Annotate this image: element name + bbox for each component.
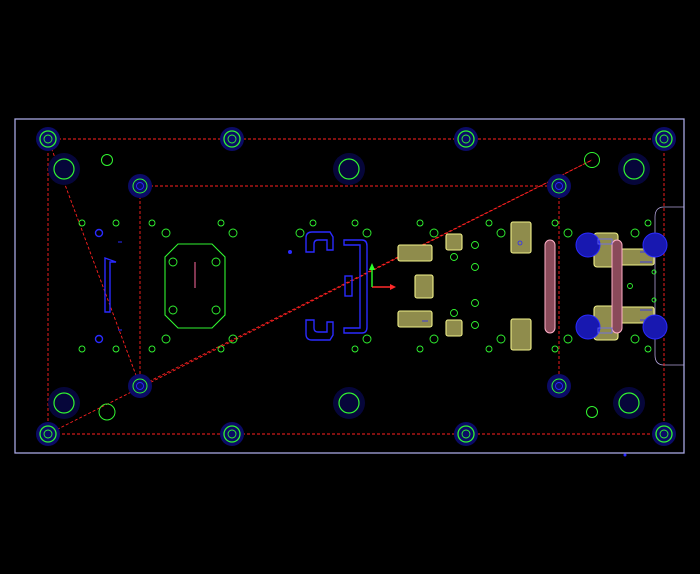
bushing[interactable]	[575, 232, 601, 258]
guide-hole[interactable]	[48, 153, 80, 185]
counterbore-hole[interactable]	[547, 374, 571, 398]
small-hole[interactable]	[98, 403, 116, 421]
insert-block[interactable]	[397, 310, 433, 328]
insert-block[interactable]	[397, 244, 433, 262]
blue-bushings	[575, 232, 668, 340]
bolt-hole[interactable]	[220, 422, 244, 446]
left-clamp	[94, 228, 122, 344]
insert-block[interactable]	[510, 318, 532, 351]
marker-dot	[623, 453, 627, 457]
counterbore-hole[interactable]	[547, 174, 571, 198]
bolt-hole[interactable]	[652, 127, 676, 151]
bushing[interactable]	[642, 314, 668, 340]
octagon-pocket[interactable]	[164, 243, 226, 329]
insert-block[interactable]	[445, 319, 463, 337]
insert-block[interactable]	[510, 221, 532, 254]
slot-insert[interactable]	[344, 275, 353, 297]
bolt-hole[interactable]	[220, 127, 244, 151]
bolt-pattern-rect	[47, 138, 665, 435]
guide-hole[interactable]	[333, 387, 365, 419]
guide-hole[interactable]	[613, 387, 645, 419]
bolt-holes	[36, 127, 676, 446]
small-hole[interactable]	[586, 406, 598, 418]
bracket-top[interactable]	[305, 231, 334, 253]
ejector-slot[interactable]	[544, 239, 556, 334]
bolt-hole[interactable]	[36, 127, 60, 151]
insert-block[interactable]	[445, 233, 463, 251]
bolt-hole[interactable]	[652, 422, 676, 446]
bolt-hole[interactable]	[36, 422, 60, 446]
bracket-bottom[interactable]	[305, 319, 334, 341]
plate-outline	[14, 118, 685, 454]
insert-block[interactable]	[414, 274, 434, 299]
ejector-slot[interactable]	[611, 239, 623, 334]
bolt-hole[interactable]	[454, 422, 478, 446]
screw-holes	[78, 219, 657, 353]
diagonal-long	[47, 159, 593, 435]
bushing[interactable]	[575, 314, 601, 340]
small-hole[interactable]	[584, 152, 600, 168]
guide-hole[interactable]	[333, 153, 365, 185]
guide-hole[interactable]	[618, 153, 650, 185]
guide-hole[interactable]	[48, 387, 80, 419]
origin-axis-icon	[369, 263, 396, 290]
center-profiles	[288, 231, 368, 341]
small-hole[interactable]	[101, 154, 113, 166]
bolt-hole[interactable]	[454, 127, 478, 151]
side-slot-outline	[654, 206, 684, 366]
guide-pin-holes	[48, 152, 650, 421]
c-channel[interactable]	[343, 239, 368, 334]
diagonal-inner	[139, 159, 593, 387]
counterbore-hole[interactable]	[128, 174, 152, 198]
counterbore-hole[interactable]	[128, 374, 152, 398]
bushing[interactable]	[642, 232, 668, 258]
diagonal-left	[47, 138, 141, 387]
